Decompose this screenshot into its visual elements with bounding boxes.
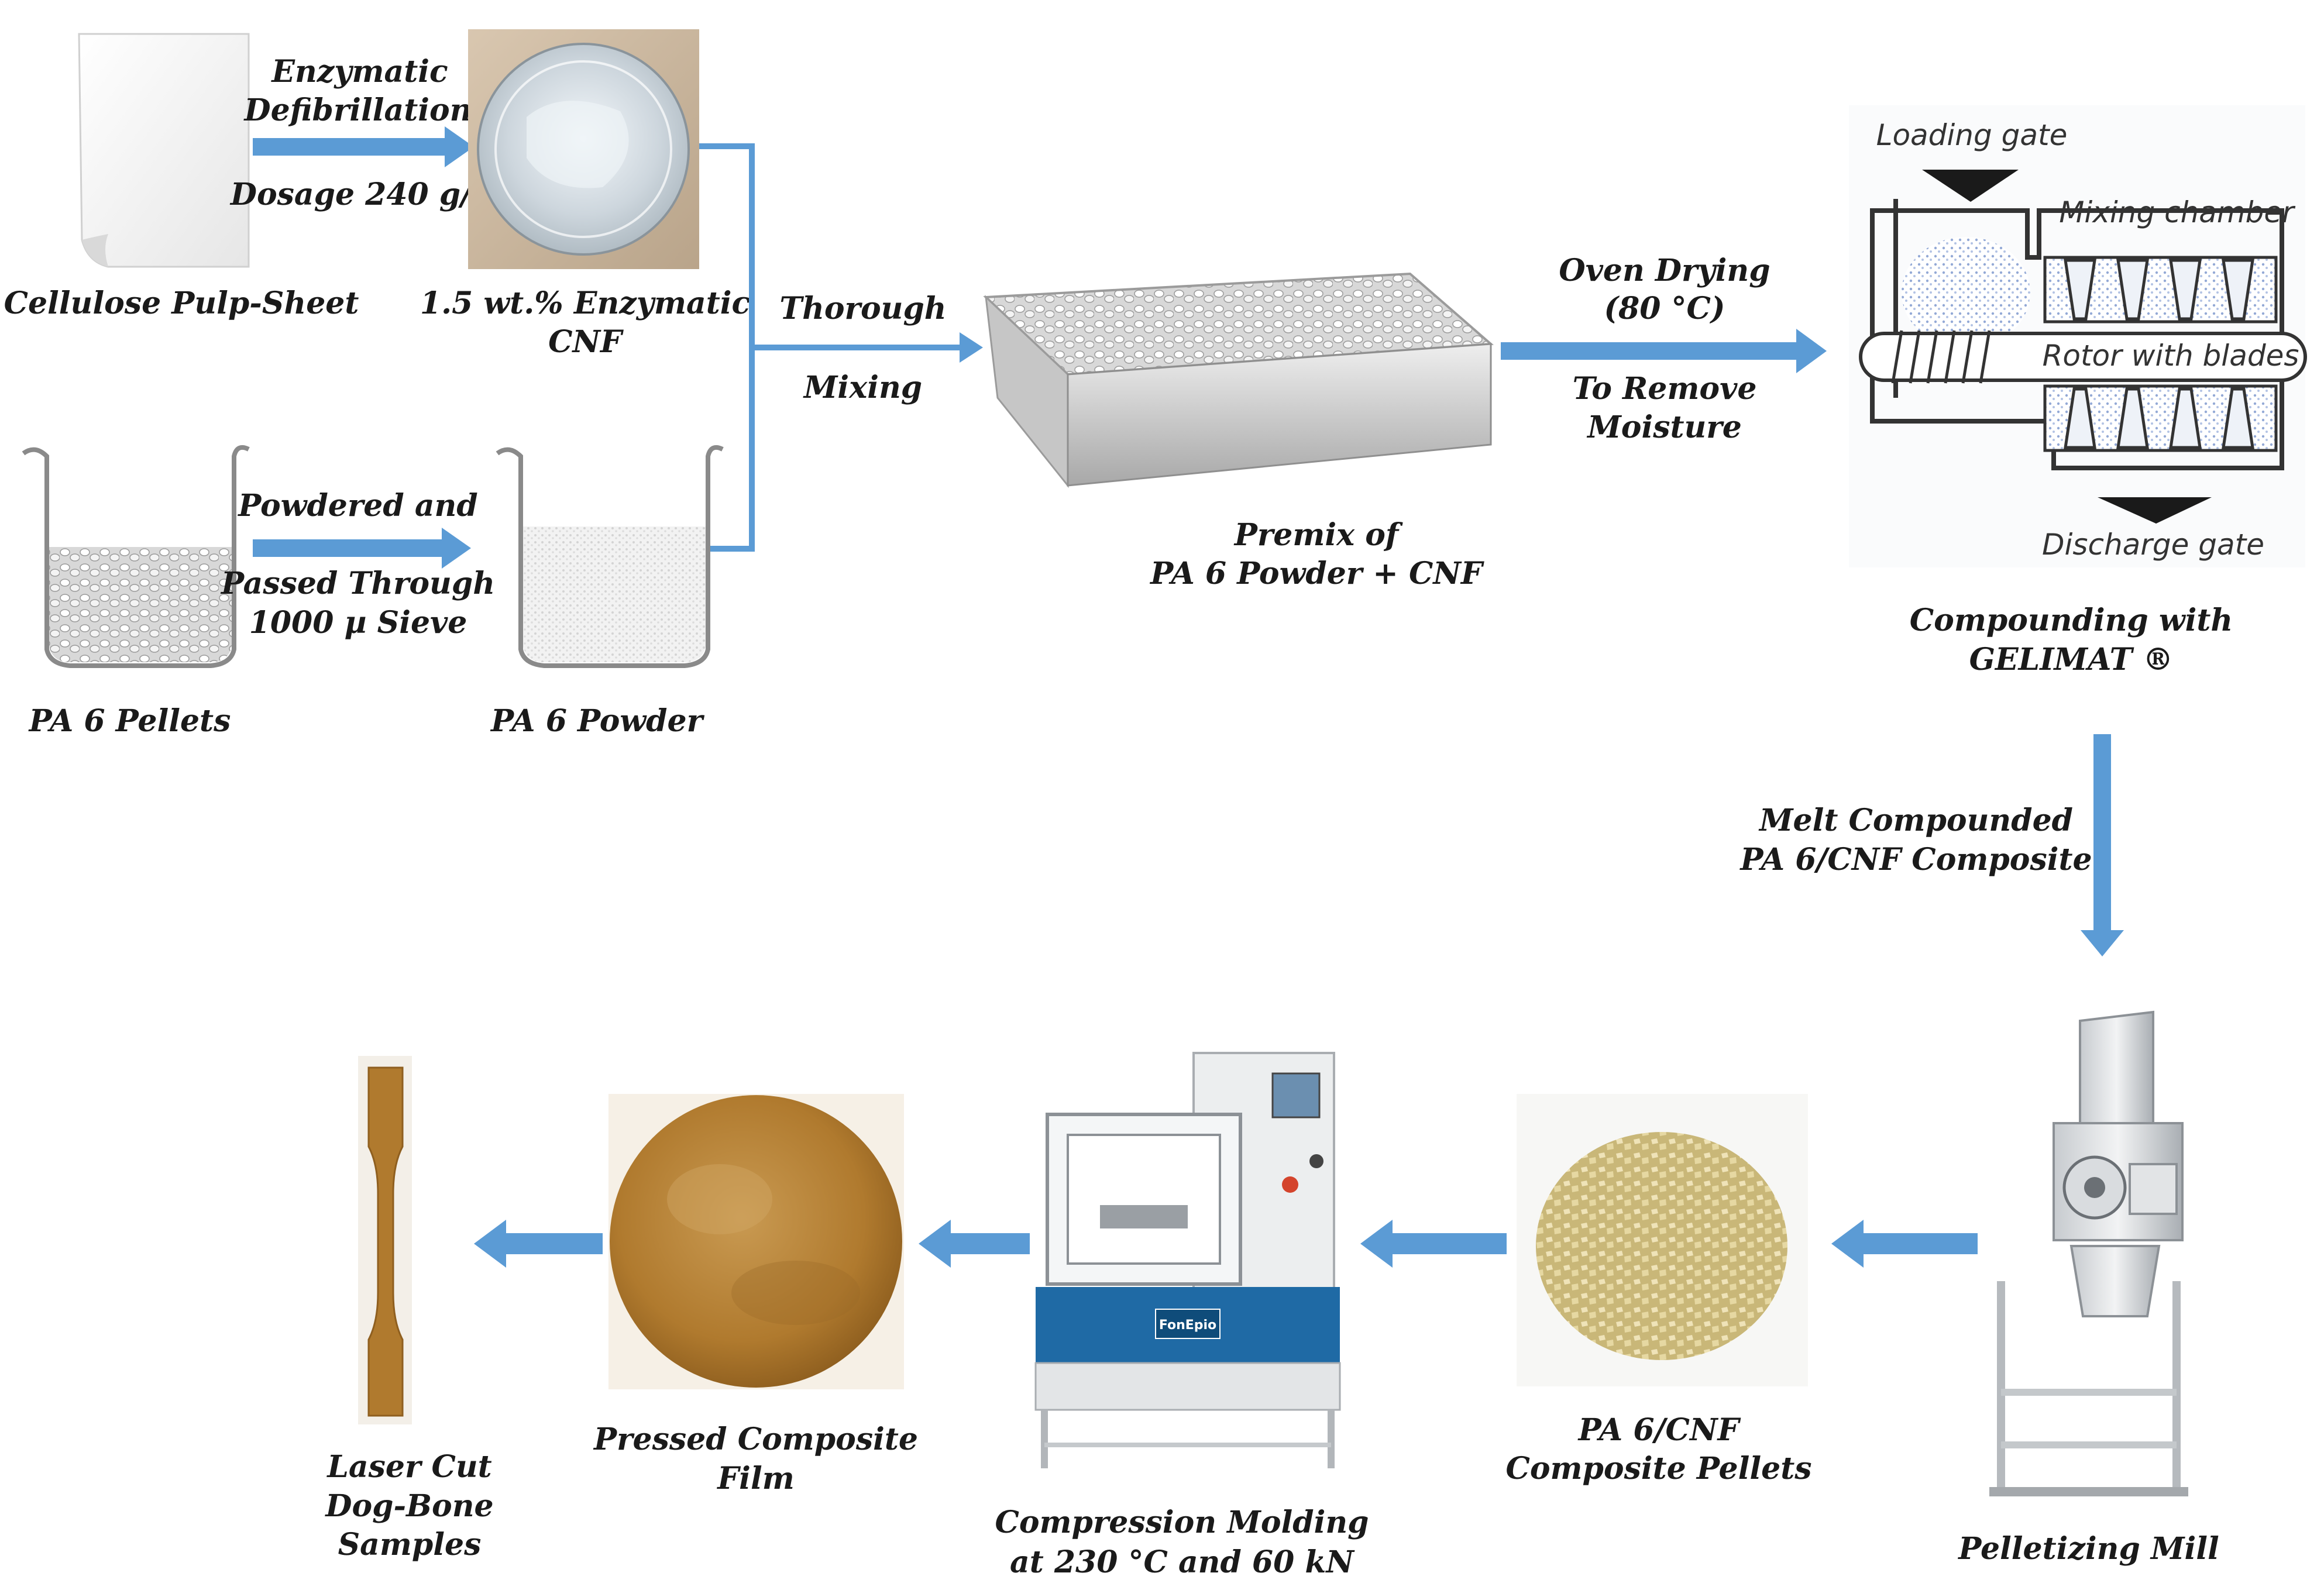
melt-label-2: PA 6/CNF Composite	[1739, 842, 2092, 877]
drying-label-1: Oven Drying	[1559, 253, 1770, 288]
press-label-1: Compression Molding	[995, 1505, 1369, 1540]
pellets-to-press-arrow	[1360, 1220, 1507, 1268]
cnf-label-2: CNF	[548, 324, 624, 360]
press-brand-text: FonEpio	[1159, 1318, 1216, 1333]
discharge-gate-callout: Discharge gate	[2042, 528, 2264, 562]
rotor-callout: Rotor with blades	[2043, 339, 2299, 373]
drying-arrow	[1501, 329, 1827, 373]
dogbone-label-2: Dog-Bone	[324, 1488, 493, 1524]
gelimat-schematic	[1849, 105, 2307, 567]
sieve-label-3: 1000 µ Sieve	[249, 605, 467, 641]
composite-pellets-label-1: PA 6/CNF	[1577, 1412, 1741, 1448]
press-to-film-arrow	[919, 1220, 1030, 1268]
mill-to-pellets-arrow	[1831, 1220, 1978, 1268]
loading-gate-callout: Loading gate	[1876, 118, 2068, 152]
composite-pellets-label-2: Composite Pellets	[1505, 1451, 1811, 1486]
drying-label-4: Moisture	[1586, 409, 1742, 445]
mixing-arrowhead	[960, 332, 983, 363]
pa6-powder-beaker-image	[496, 445, 724, 668]
loading-gate-arrow	[1922, 170, 2019, 202]
defibrillation-label-2: Defibrillation	[243, 92, 472, 128]
sieve-label-1: Powdered and	[237, 488, 477, 524]
gelimat-label-1: Compounding with	[1910, 603, 2233, 638]
composite-pellets-image	[1517, 1094, 1808, 1386]
sieve-arrow	[253, 528, 471, 569]
drying-label-2: (80 °C)	[1604, 291, 1725, 326]
merge-connector	[699, 143, 968, 552]
film-to-dogbone-arrow	[474, 1220, 603, 1268]
pulp-sheet-label: Cellulose Pulp-Sheet	[4, 285, 359, 321]
pa6-powder-label: PA 6 Powder	[490, 703, 705, 739]
drying-label-3: To Remove	[1573, 371, 1757, 407]
press-label-2: at 230 °C and 60 kN	[1010, 1544, 1355, 1580]
defibrillation-arrow	[253, 126, 474, 167]
film-label-2: Film	[716, 1461, 794, 1496]
dosage-label: Dosage 240 g/t	[229, 177, 486, 212]
sieve-label-2: Passed Through	[220, 566, 495, 601]
pa6-pellets-beaker-image	[22, 445, 250, 668]
mixing-label-1: Thorough	[779, 291, 946, 326]
cnf-label-1: 1.5 wt.% Enzymatic	[420, 285, 750, 321]
pulp-sheet-image	[78, 33, 250, 268]
pelletizing-mill-image	[1989, 1010, 2188, 1496]
dogbone-label-3: Samples	[338, 1527, 482, 1563]
premix-tray-image	[983, 272, 1494, 488]
premix-label-2: PA 6 Powder + CNF	[1149, 556, 1484, 591]
melt-label-1: Melt Compounded	[1758, 803, 2073, 838]
mixing-chamber-callout: Mixing chamber	[2059, 195, 2296, 229]
pressed-film-image	[608, 1094, 904, 1389]
premix-label-1: Premix of	[1233, 517, 1403, 553]
dogbone-label-1: Laser Cut	[326, 1449, 491, 1485]
mixing-label-2: Mixing	[803, 370, 922, 405]
melt-compounded-arrow	[2081, 734, 2124, 956]
gelimat-label-2: GELIMAT ®	[1969, 642, 2174, 677]
cnf-gel-image	[468, 29, 699, 269]
mill-label: Pelletizing Mill	[1957, 1531, 2219, 1567]
discharge-gate-arrow	[2098, 497, 2212, 524]
film-label-1: Pressed Composite	[593, 1422, 918, 1457]
defibrillation-label-1: Enzymatic	[270, 54, 448, 90]
compression-press-image: FonEpio	[1034, 1052, 1341, 1468]
pa6-pellets-label: PA 6 Pellets	[28, 703, 231, 739]
dogbone-sample-image	[358, 1056, 412, 1424]
